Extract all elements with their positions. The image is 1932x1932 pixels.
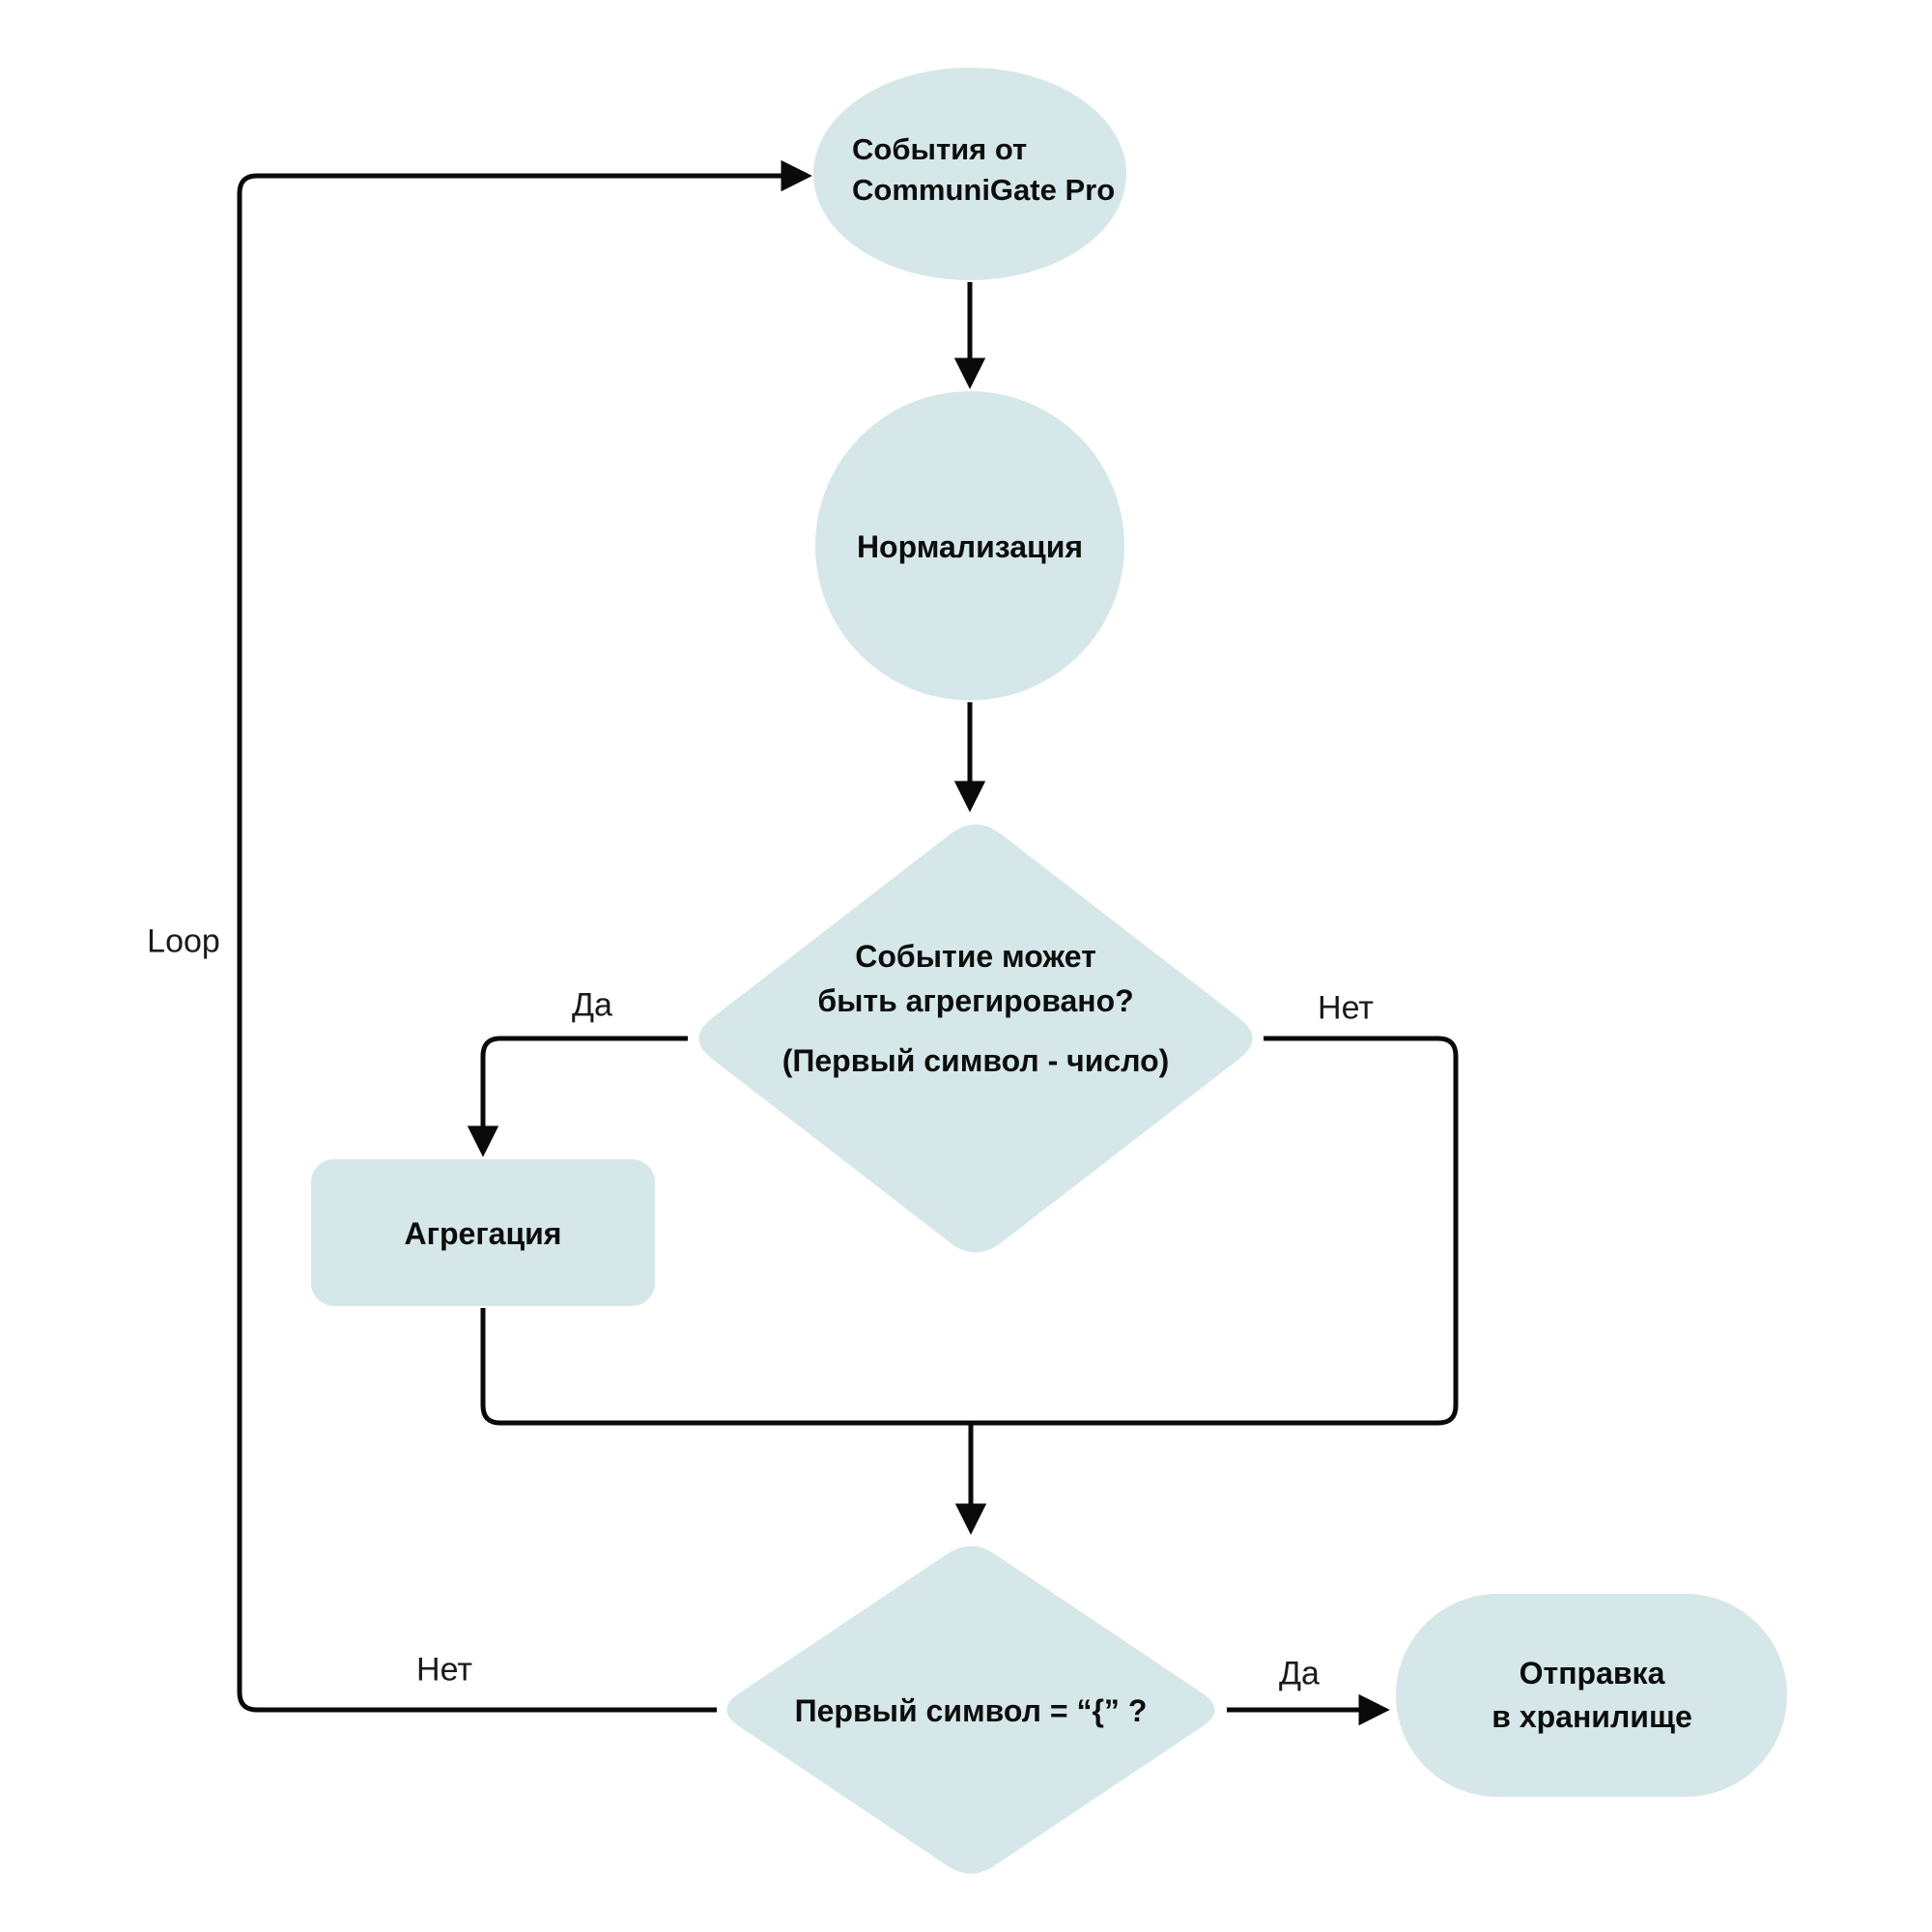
edge-label-decision2-yes: Да	[1279, 1655, 1320, 1692]
normalize-node-label: Нормализация	[856, 529, 1084, 564]
aggregate-node-label: Агрегация	[404, 1216, 562, 1251]
normalize-circle	[815, 391, 1124, 700]
edge-label-decision2-no: Нет	[416, 1651, 472, 1689]
decision2-node-label: Первый символ = “{” ?	[794, 1693, 1148, 1728]
start-node-label: События от CommuniGate Pro	[852, 129, 1115, 211]
decision1-node-label: Событие может быть агрегировано? (Первый…	[782, 934, 1170, 1083]
decision1-question: Событие может быть агрегировано?	[817, 939, 1134, 1018]
start-ellipse	[813, 68, 1126, 280]
edge-decision1-no-merge	[480, 1036, 1459, 1426]
edge-decision1-yes-to-aggregate	[467, 1036, 688, 1157]
edge-loop-back-to-start	[237, 159, 812, 1713]
start-node-line2: CommuniGate Pro	[852, 173, 1116, 207]
decision2-diamond	[726, 1546, 1215, 1874]
start-node-line1: События от	[852, 132, 1028, 166]
decision1-note: (Первый символ - число)	[781, 1043, 1170, 1078]
edge-label-decision1-no: Нет	[1318, 989, 1374, 1027]
send-stadium	[1396, 1594, 1787, 1797]
decision1-diamond	[698, 824, 1253, 1253]
aggregate-box	[311, 1159, 655, 1306]
edge-label-loop: Loop	[147, 923, 220, 960]
edge-label-decision1-yes: Да	[572, 986, 612, 1024]
send-node-label: Отправка в хранилище	[1492, 1656, 1692, 1734]
